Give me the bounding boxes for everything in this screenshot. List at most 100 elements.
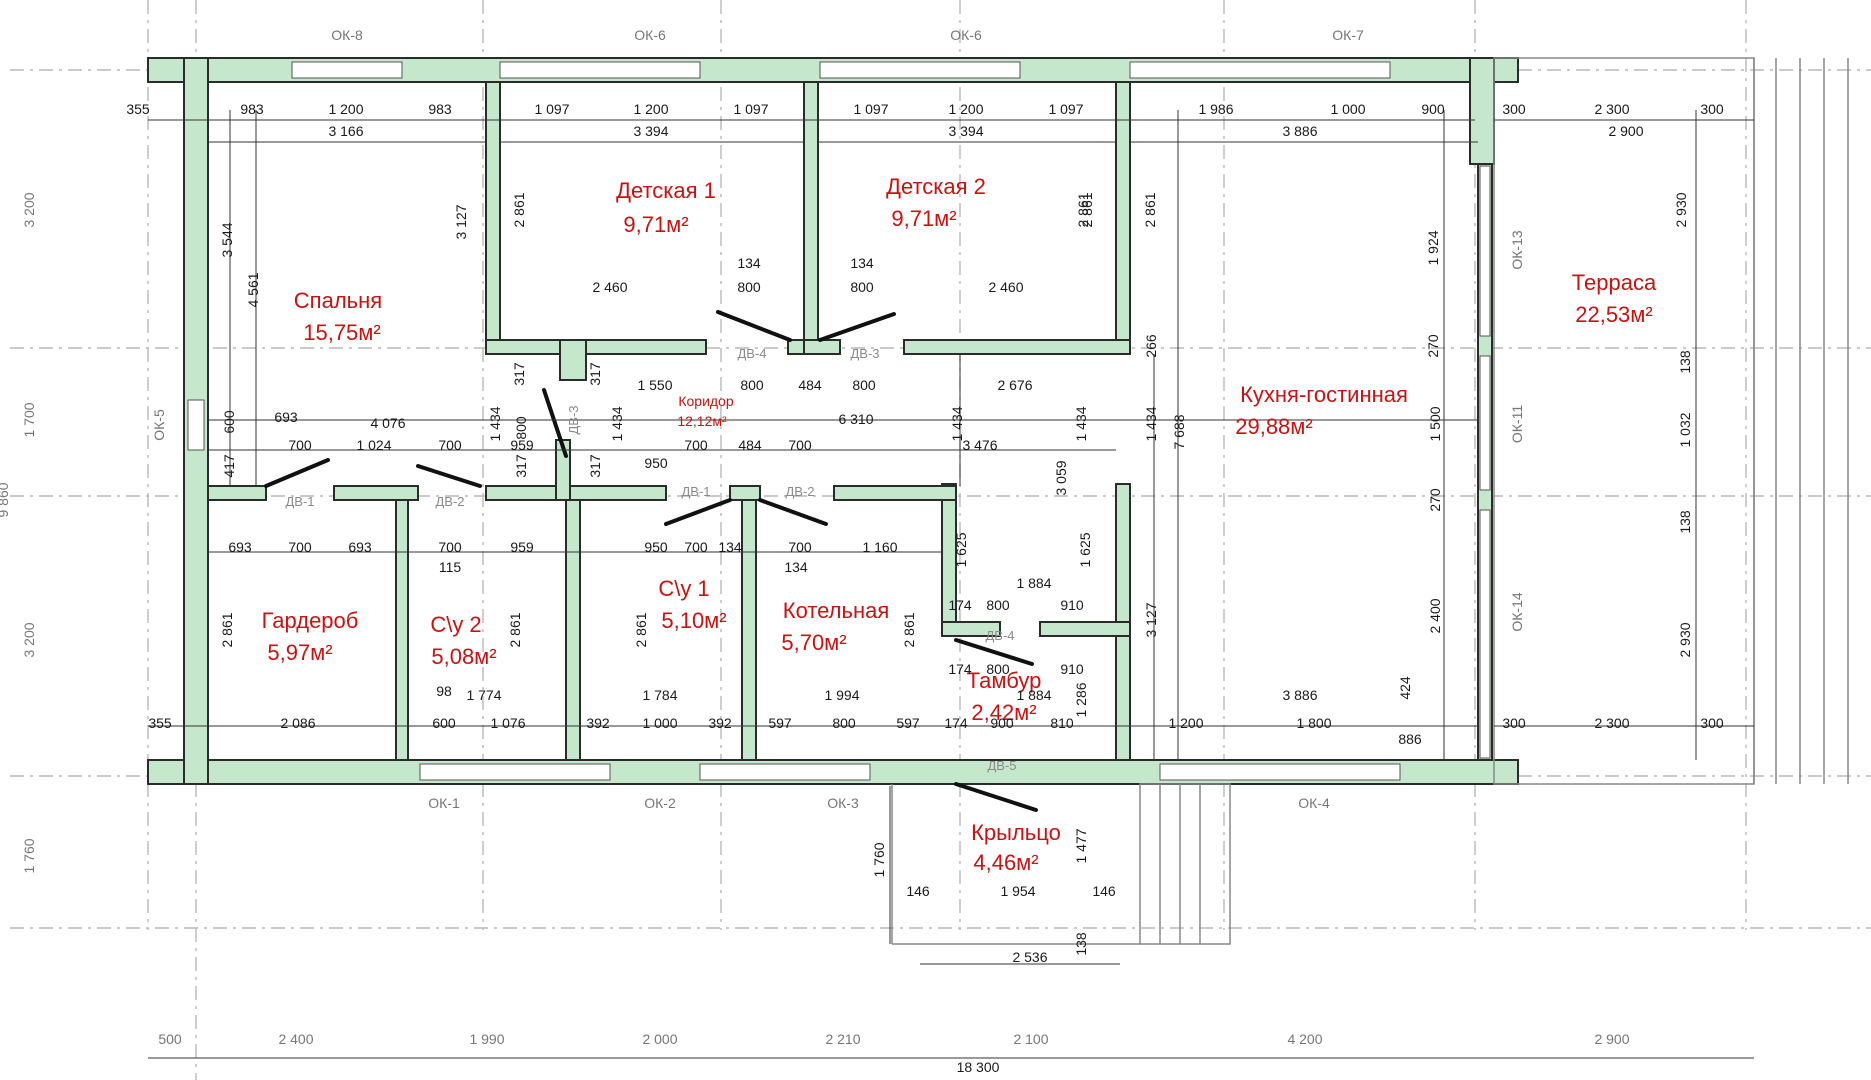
- dimension-label: 1 160: [862, 539, 897, 555]
- door-label: ДВ-3: [850, 346, 879, 361]
- dimension-label: 317: [587, 362, 603, 386]
- dimension-label: 392: [586, 715, 610, 731]
- dimension-label: 146: [906, 883, 930, 899]
- room-area-su1: 5,10м²: [661, 608, 726, 633]
- dimension-label: 3 544: [219, 222, 235, 257]
- room-area-kryltso: 4,46м²: [973, 850, 1038, 875]
- room-name-detskaya2: Детская 2: [886, 174, 986, 199]
- dimension-label: 800: [852, 377, 876, 393]
- dimension-label: 2 861: [507, 612, 523, 647]
- dimension-label: 800: [832, 715, 856, 731]
- dimension-label: 1 000: [1330, 101, 1365, 117]
- dimension-label: 2 300: [1594, 715, 1629, 731]
- dimension-label: 1 884: [1016, 687, 1051, 703]
- room-area-garderob: 5,97м²: [267, 640, 332, 665]
- dimension-label: 317: [587, 454, 603, 478]
- terrace-outline: [891, 57, 1849, 945]
- dimension-label: 800: [740, 377, 764, 393]
- dimension-label: 138: [1677, 350, 1693, 374]
- dimension-label: 600: [432, 715, 456, 731]
- dimension-label: 98: [436, 683, 452, 699]
- door-label: ДВ-4: [985, 628, 1014, 643]
- dimension-label: 900: [1421, 101, 1445, 117]
- window-label: ОК-1: [428, 795, 460, 811]
- dimension-label: 317: [511, 362, 527, 386]
- dimension-label: 700: [788, 437, 812, 453]
- dimension-lines: [148, 110, 1754, 1059]
- room-name-terrasa: Терраса: [1572, 270, 1657, 295]
- dimension-label: 1 434: [949, 406, 965, 441]
- dimension-label: 2 861: [511, 192, 527, 227]
- dimension-label: 417: [221, 454, 237, 478]
- dimension-label: 2 676: [997, 377, 1032, 393]
- dimension-label: 3 127: [453, 204, 469, 239]
- door-labels: ДВ-1 ДВ-2 ДВ-3 ДВ-4 ДВ-3 ДВ-1 ДВ-2 ДВ-4 …: [285, 346, 1016, 773]
- room-name-su2: С\у 2: [430, 612, 481, 637]
- door-label: ДВ-1: [681, 484, 710, 499]
- dimension-label: 355: [148, 715, 172, 731]
- dimension-label: 1 550: [637, 377, 672, 393]
- dimension-label: 2 900: [1608, 123, 1643, 139]
- door-label: ДВ-2: [435, 494, 464, 509]
- dimension-label: 1 434: [487, 406, 503, 441]
- dimension-label: 700: [288, 437, 312, 453]
- door-label: ДВ-2: [785, 484, 814, 499]
- dimension-label: 2 300: [1594, 101, 1629, 117]
- dimension-label: 424: [1397, 676, 1413, 700]
- dimension-label: 2 460: [988, 279, 1023, 295]
- bottom-dim: 2 210: [825, 1031, 860, 1047]
- window-label: ОК-3: [827, 795, 859, 811]
- dimension-label: 959: [510, 437, 534, 453]
- dimension-label: 300: [1700, 715, 1724, 731]
- dimension-label: 900: [990, 715, 1014, 731]
- dimension-label: 800: [986, 597, 1010, 613]
- dimension-label: 910: [1060, 661, 1084, 677]
- room-name-detskaya1: Детская 1: [616, 178, 716, 203]
- dimension-label: 174: [948, 597, 972, 613]
- dimension-label: 174: [944, 715, 968, 731]
- left-dim-total: 9 860: [0, 482, 11, 517]
- bottom-dim: 2 400: [278, 1031, 313, 1047]
- dimension-label: 700: [438, 539, 462, 555]
- dimension-label: 693: [348, 539, 372, 555]
- dimension-label: 1 024: [356, 437, 391, 453]
- dimension-label: 392: [708, 715, 732, 731]
- dimension-label: 810: [1050, 715, 1074, 731]
- dimension-label: 1 760: [871, 842, 887, 877]
- dimension-label: 4 076: [370, 415, 405, 431]
- dimension-label: 800: [513, 416, 529, 440]
- dimension-label: 959: [510, 539, 534, 555]
- dimension-label: 700: [788, 539, 812, 555]
- dimension-label: 174: [948, 661, 972, 677]
- dimension-label: 886: [1398, 731, 1422, 747]
- dimension-label: 1 625: [1077, 532, 1093, 567]
- dimension-label: 1 477: [1073, 828, 1089, 863]
- dimension-label: 1 434: [609, 406, 625, 441]
- dimension-label: 1 097: [853, 101, 888, 117]
- room-area-tambur: 2,42м²: [971, 700, 1036, 725]
- dimension-label: 6 310: [838, 411, 873, 427]
- dimension-label: 2 861: [1075, 192, 1091, 227]
- dimension-label: 138: [1073, 932, 1089, 956]
- bottom-dim: 1 990: [469, 1031, 504, 1047]
- left-dim-4: 1 760: [21, 838, 37, 873]
- dimension-label: 484: [738, 437, 762, 453]
- door-label: ДВ-4: [737, 346, 766, 361]
- room-name-tambur: Тамбур: [967, 668, 1042, 693]
- room-area-detskaya1: 9,71м²: [623, 212, 688, 237]
- dimension-label: 138: [1677, 510, 1693, 534]
- dimension-label: 2 460: [592, 279, 627, 295]
- bottom-dims: 500 2 400 1 990 2 000 2 210 2 100 4 200 …: [158, 1031, 1629, 1075]
- dimension-label: 484: [798, 377, 822, 393]
- dimension-label: 2 861: [1079, 192, 1095, 227]
- dimension-label: 3 394: [948, 123, 983, 139]
- door-label: ДВ-1: [285, 494, 314, 509]
- window-label: ОК-6: [950, 27, 982, 43]
- room-area-detskaya2: 9,71м²: [891, 206, 956, 231]
- left-dim-2: 1 700: [21, 402, 37, 437]
- room-name-kryltso: Крыльцо: [971, 820, 1061, 845]
- left-axis-dims: 3 200 1 700 3 200 1 760 9 860: [0, 192, 37, 873]
- dimension-label: 3 886: [1282, 123, 1317, 139]
